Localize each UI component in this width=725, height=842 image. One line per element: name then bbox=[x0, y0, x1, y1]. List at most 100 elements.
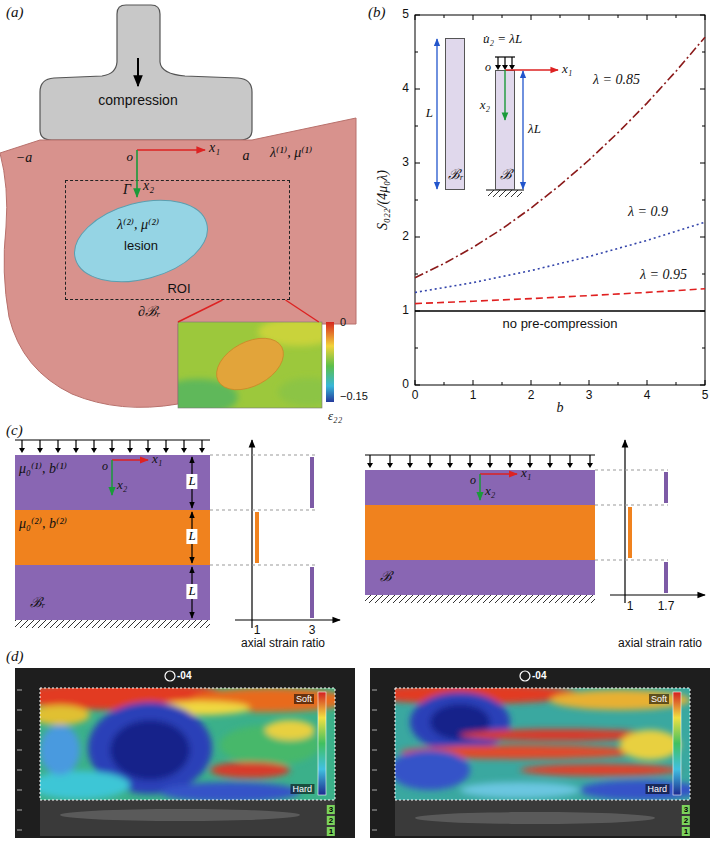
body-label: ℬᵣ bbox=[448, 167, 463, 183]
path-element bbox=[0, 118, 356, 407]
scale-box-number: 1 bbox=[682, 827, 690, 836]
g-element bbox=[395, 688, 690, 800]
load-label: compression bbox=[98, 92, 177, 108]
line-element bbox=[137, 149, 205, 151]
dimension-label: L bbox=[186, 584, 197, 599]
path-element bbox=[210, 455, 316, 565]
colorbar-value: −0.15 bbox=[340, 390, 368, 403]
math-symbol: x₂ bbox=[485, 484, 495, 499]
ellipse-element bbox=[415, 812, 655, 824]
tissue-layer bbox=[365, 470, 595, 505]
math-symbol: x₂ bbox=[480, 98, 490, 113]
tick-label: 2 bbox=[528, 389, 535, 403]
circle-element bbox=[520, 671, 530, 681]
probe-setting: -04 bbox=[532, 670, 546, 682]
line-element bbox=[136, 150, 138, 197]
use-element bbox=[507, 455, 513, 468]
math-symbol: o bbox=[485, 61, 491, 75]
rect-element bbox=[326, 322, 334, 402]
use-element bbox=[495, 57, 501, 70]
tick-label: 1.7 bbox=[658, 600, 675, 614]
reference-column: ℬᵣ bbox=[445, 38, 465, 190]
use-element bbox=[547, 455, 553, 468]
colorbar-label: Soft bbox=[649, 694, 669, 704]
math-symbol: x₁ bbox=[562, 62, 572, 77]
line-element bbox=[111, 460, 113, 495]
g-element bbox=[40, 688, 335, 800]
g-element bbox=[178, 322, 322, 408]
ellipse-element bbox=[278, 378, 322, 406]
tick-label: 1 bbox=[254, 624, 261, 638]
curve-label: λ = 0.95 bbox=[640, 267, 687, 283]
curve-label: λ = 0.9 bbox=[628, 204, 668, 220]
math-symbol: −a bbox=[16, 150, 32, 166]
curve-label: λ = 0.85 bbox=[593, 72, 640, 88]
line-element bbox=[505, 69, 558, 70]
ellipse-element bbox=[395, 750, 470, 790]
math-symbol: x₁ bbox=[209, 140, 220, 156]
line-element bbox=[137, 58, 139, 86]
rect-element bbox=[628, 507, 632, 558]
body-label: ℬ bbox=[380, 569, 392, 585]
use-element bbox=[427, 455, 433, 468]
material-label: λ⁽²⁾, μ⁽²⁾ bbox=[117, 217, 159, 233]
tick-label: 5 bbox=[702, 389, 709, 403]
g-element bbox=[40, 688, 335, 800]
curve-label: no pre-compression bbox=[503, 317, 618, 332]
line-element bbox=[624, 440, 625, 603]
line-element bbox=[436, 39, 437, 189]
ellipse-element bbox=[208, 328, 292, 401]
scale-box-number: 2 bbox=[327, 816, 335, 825]
tissue-layer bbox=[365, 505, 595, 560]
math-symbol: o bbox=[102, 460, 108, 474]
rect-element bbox=[255, 512, 259, 563]
axis-title: axial strain ratio bbox=[241, 637, 325, 651]
use-element bbox=[367, 455, 373, 468]
lesion-ellipse: λ⁽²⁾, μ⁽²⁾lesion bbox=[71, 196, 211, 286]
axis-title: axial strain ratio bbox=[618, 637, 702, 651]
tissue-layer: ℬ bbox=[365, 560, 595, 595]
strain-map-inset: ε₂₂ bbox=[178, 322, 338, 408]
use-element bbox=[145, 440, 151, 453]
line-element bbox=[235, 619, 340, 620]
probe-setting: -04 bbox=[177, 670, 191, 682]
g-element bbox=[178, 322, 322, 408]
dimension-label: L bbox=[186, 529, 197, 544]
path-element bbox=[17, 690, 22, 830]
path-element bbox=[595, 470, 668, 560]
colorbar-label: Soft bbox=[294, 694, 314, 704]
math-symbol: Γ bbox=[123, 182, 131, 198]
rect-element bbox=[664, 562, 668, 593]
math-symbol: x₁ bbox=[521, 466, 531, 481]
elastogram-image bbox=[10, 668, 355, 838]
polyline-element bbox=[415, 289, 705, 304]
tick-label: 0 bbox=[412, 389, 419, 403]
rect-element bbox=[310, 457, 314, 508]
ellipse-element bbox=[265, 720, 315, 740]
tissue-layer: μ₀⁽²⁾, b⁽²⁾ bbox=[15, 510, 210, 565]
use-element bbox=[55, 440, 61, 453]
tick-label: 1 bbox=[470, 389, 477, 403]
math-symbol: o bbox=[470, 474, 476, 488]
use-element bbox=[467, 455, 473, 468]
colorbar-label: Hard bbox=[290, 784, 314, 794]
use-element bbox=[91, 440, 97, 453]
elastogram-image bbox=[360, 668, 710, 838]
line-element bbox=[495, 56, 515, 57]
panel-letter: (a) bbox=[6, 4, 24, 21]
line-element bbox=[112, 459, 148, 461]
colorbar-label: Hard bbox=[645, 784, 669, 794]
dimension-label: L bbox=[426, 106, 433, 121]
panel-letter: (c) bbox=[6, 422, 23, 439]
scale-box-number: 3 bbox=[327, 805, 335, 814]
tick-label: 4 bbox=[644, 389, 651, 403]
rect-element bbox=[395, 800, 690, 836]
zoom-leader-line bbox=[286, 300, 319, 322]
material-label: μ₀⁽¹⁾, b⁽¹⁾ bbox=[19, 461, 67, 477]
math-symbol: ∂ℬᵣ bbox=[138, 304, 160, 320]
math-symbol: a bbox=[243, 148, 250, 164]
dimension-label: λL bbox=[528, 122, 541, 137]
strain-map-inset-outline bbox=[178, 322, 338, 408]
plot-curves bbox=[415, 37, 705, 311]
